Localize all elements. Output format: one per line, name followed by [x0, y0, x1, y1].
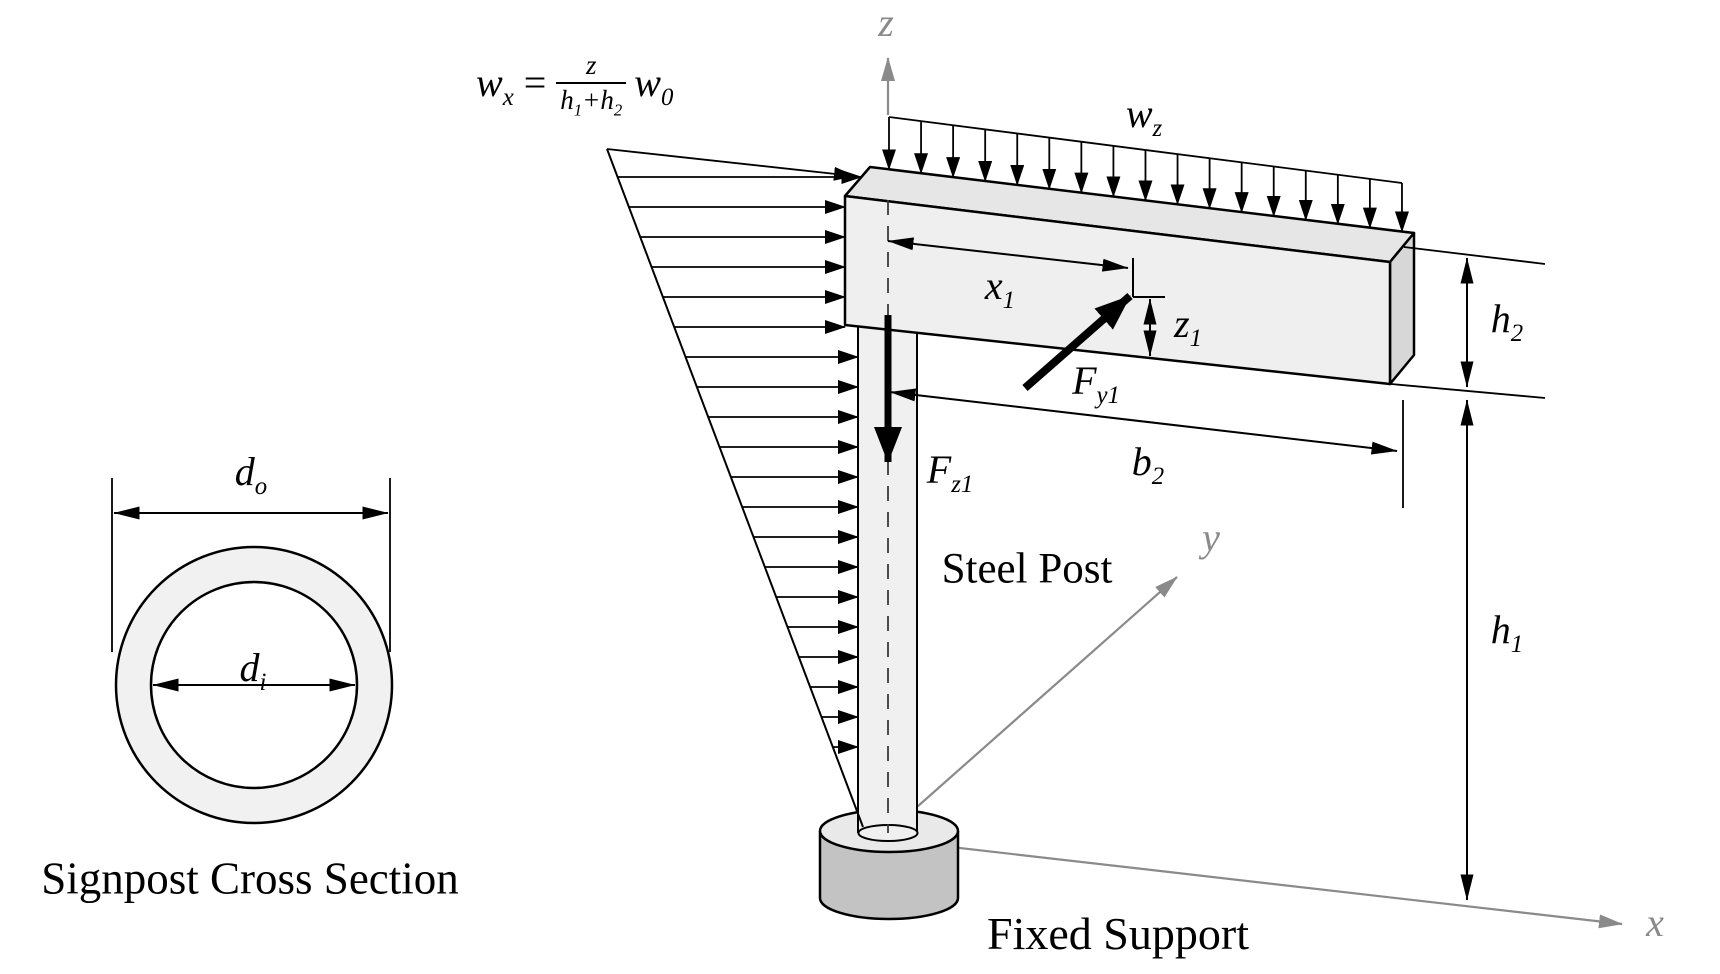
force-label-fz1: Fz1 — [926, 447, 974, 498]
dim-label-h1: h1 — [1490, 607, 1524, 658]
y-axis-label: y — [1202, 515, 1220, 560]
formula-fraction: z h1+h2 — [556, 50, 627, 118]
dim-label-h2: h2 — [1490, 296, 1524, 347]
dim-h2-extension-top — [1403, 246, 1546, 265]
wind-load-formula: wx = z h1+h2 w0 — [476, 50, 674, 119]
formula-equals: = — [523, 60, 547, 105]
dim-h2-extension-bottom — [1390, 383, 1546, 399]
formula-factor: w0 — [634, 60, 674, 111]
support-body — [818, 831, 960, 921]
coordinate-axes — [881, 57, 1623, 929]
fixed-support-label: Fixed Support — [987, 908, 1249, 959]
force-fy1-arrow — [1022, 292, 1133, 392]
wz-arrows — [882, 117, 1409, 233]
x-axis — [889, 838, 1623, 929]
dim-label-di: di — [239, 645, 267, 696]
wz-load-label: wz — [1125, 91, 1163, 142]
wind-top-edge — [606, 148, 855, 181]
force-label-fy1: Fy1 — [1072, 358, 1120, 409]
applied-forces — [874, 292, 1133, 463]
sign-board — [843, 165, 1416, 386]
formula-lhs: wx — [476, 60, 514, 111]
dimension-lines — [887, 237, 1546, 901]
formula-denominator: h1+h2 — [556, 82, 627, 118]
formula-numerator: z — [586, 50, 597, 80]
x-axis-label: x — [1646, 900, 1664, 945]
steel-post-label: Steel Post — [941, 545, 1113, 593]
dim-b2 — [889, 388, 1398, 455]
wind-load-triangle — [606, 148, 864, 828]
cross-section-view — [111, 478, 394, 825]
dim-label-z1: z1 — [1174, 301, 1202, 352]
wz-load — [882, 116, 1409, 233]
y-axis — [899, 576, 1178, 823]
cross-section-caption: Signpost Cross Section — [41, 853, 459, 904]
fixed-support — [818, 808, 960, 921]
z-axis-label: z — [878, 0, 894, 45]
dim-x1 — [887, 237, 1129, 272]
dim-label-x1: x1 — [984, 263, 1016, 314]
dim-label-do: do — [234, 449, 268, 500]
wind-arrows — [617, 170, 863, 754]
dim-label-b2: b2 — [1131, 439, 1165, 490]
wind-hypotenuse — [606, 148, 864, 828]
